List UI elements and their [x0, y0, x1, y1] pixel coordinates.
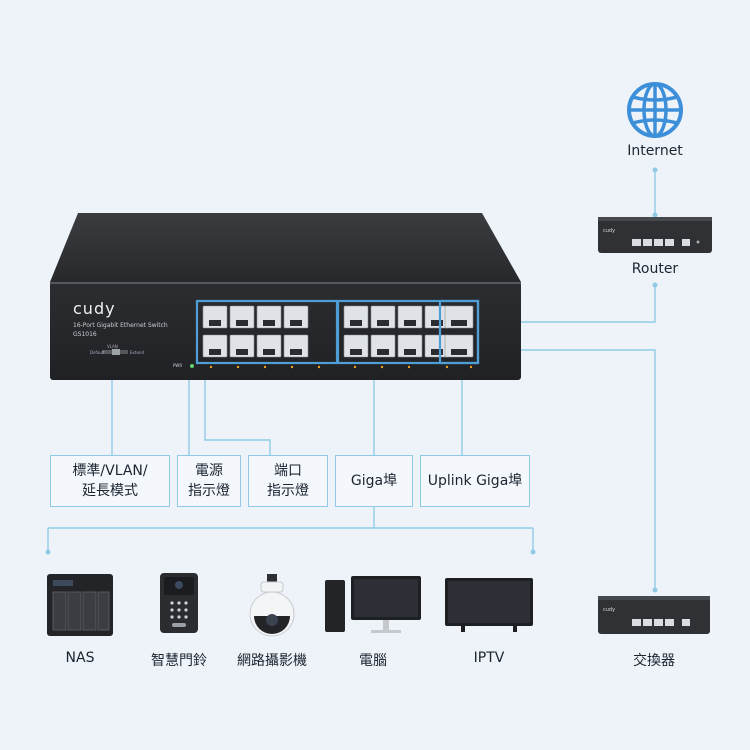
tv-icon — [445, 578, 533, 632]
device-label-camera: 網路攝影機 — [237, 653, 307, 669]
router-icon: cudy — [598, 217, 712, 253]
rj45-port-socket — [451, 320, 467, 326]
rj45-port-socket — [263, 349, 275, 355]
nas-icon — [47, 574, 113, 636]
svg-text:cudy: cudy — [603, 228, 615, 234]
switch-label: 交換器 — [633, 653, 675, 669]
pwr-led-label: PWR — [173, 363, 183, 368]
svg-text:cudy: cudy — [603, 607, 615, 613]
rj45-port-socket — [377, 349, 389, 355]
rj45-port-socket — [431, 320, 443, 326]
port-array — [195, 299, 480, 369]
callout-port-led: 端口指示燈 — [248, 455, 328, 507]
callout-power-line1: 電源 — [195, 462, 223, 479]
callout-port-line1: 端口 — [274, 462, 302, 479]
mode-switch-title: VLAN — [107, 344, 118, 349]
device-label-doorbell: 智慧門鈴 — [151, 653, 207, 669]
rj45-port-socket — [209, 349, 221, 355]
smart-doorbell-icon — [160, 573, 198, 633]
mode-switch-right-label: Extend — [130, 350, 144, 355]
device-label-iptv: IPTV — [473, 650, 505, 666]
internet-node: Internet — [612, 80, 698, 170]
callout-port-line2: 指示燈 — [267, 483, 309, 499]
router-node: cudy Router — [596, 215, 714, 285]
rj45-port-socket — [209, 320, 221, 326]
rj45-port-socket — [236, 349, 248, 355]
callout-power-line2: 指示燈 — [188, 483, 230, 499]
rj45-port-socket — [290, 349, 302, 355]
globe-icon — [627, 82, 683, 138]
callout-giga-ports: Giga埠 — [335, 455, 413, 507]
rj45-port-socket — [236, 320, 248, 326]
rj45-port-socket — [404, 320, 416, 326]
main-switch: cudy 16-Port Gigabit Ethernet Switch GS1… — [45, 210, 525, 385]
callout-mode-line2: 延長模式 — [82, 483, 138, 499]
rj45-port-socket — [290, 320, 302, 326]
device-label-computer: 電腦 — [359, 653, 387, 669]
callout-mode-line1: 標準/VLAN/ — [72, 462, 148, 479]
device-label-nas: NAS — [65, 650, 95, 666]
mode-switch-left-label: Default — [90, 350, 105, 355]
ip-camera-icon — [249, 574, 295, 637]
callout-giga-label: Giga埠 — [350, 472, 398, 489]
rj45-port-socket — [350, 349, 362, 355]
rj45-port-socket — [263, 320, 275, 326]
rj45-port-socket — [404, 349, 416, 355]
rj45-port-socket — [350, 320, 362, 326]
callout-uplink-ports: Uplink Giga埠 — [420, 455, 530, 507]
switch-model-desc: 16-Port Gigabit Ethernet Switch — [73, 322, 168, 329]
desktop-computer-icon — [325, 576, 421, 633]
rj45-port-socket — [377, 320, 389, 326]
switch-model-number: GS1016 — [73, 331, 97, 338]
internet-label: Internet — [627, 143, 683, 159]
network-switch-icon: cudy — [598, 596, 710, 634]
rj45-port-socket — [451, 349, 467, 355]
router-label: Router — [631, 261, 679, 277]
callout-uplink-label: Uplink Giga埠 — [427, 472, 523, 489]
callout-mode-switch: 標準/VLAN/延長模式 — [50, 455, 170, 507]
rj45-port-socket — [431, 349, 443, 355]
callout-power-led: 電源指示燈 — [177, 455, 241, 507]
pwr-led — [190, 364, 194, 368]
switch-brand: cudy — [73, 299, 116, 318]
